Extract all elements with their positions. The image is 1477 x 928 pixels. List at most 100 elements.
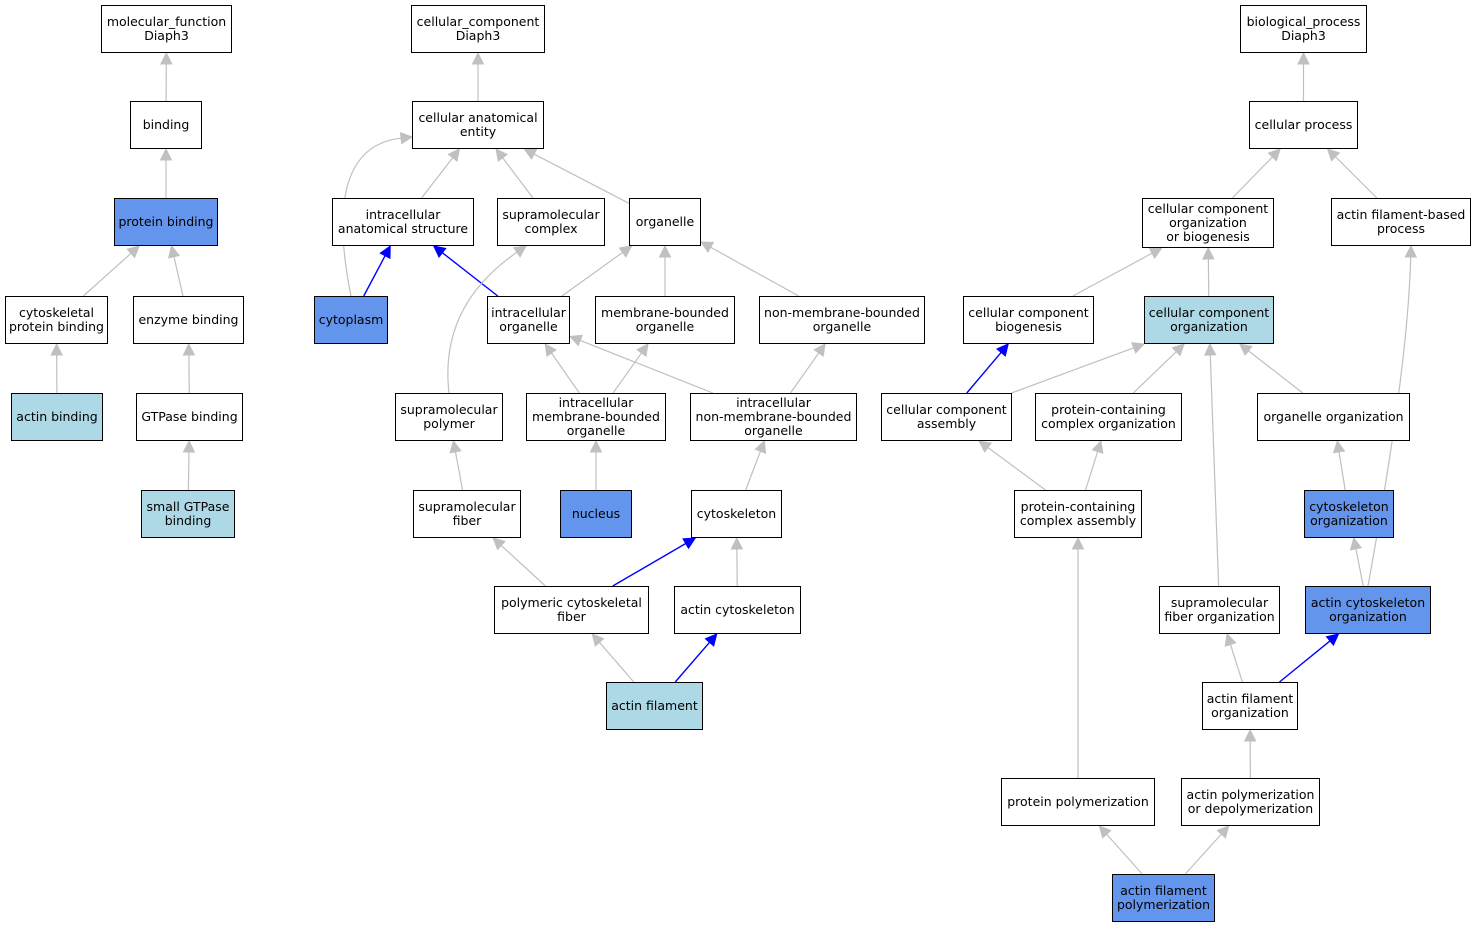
arrowhead	[1071, 536, 1085, 550]
go-term-node-cytoskeleton[interactable]: cytoskeleton	[691, 490, 782, 538]
edge-pc-assembly-to-cc-assembly	[987, 447, 1046, 491]
go-term-node-org-org[interactable]: organelle organization	[1257, 393, 1410, 441]
arrowhead	[1224, 632, 1237, 647]
arrowhead	[1326, 148, 1341, 162]
go-term-node-cytoplasm[interactable]: cytoplasm	[314, 296, 388, 344]
arrowhead	[1349, 536, 1363, 551]
arrowhead	[1325, 633, 1340, 647]
arrowhead	[160, 51, 173, 65]
arrowhead	[1332, 439, 1346, 454]
go-term-node-actin-cyto[interactable]: actin cytoskeleton	[674, 586, 801, 634]
go-term-node-cc-biogenesis[interactable]: cellular component biogenesis	[963, 296, 1094, 344]
go-term-node-organelle[interactable]: organelle	[629, 198, 701, 246]
arrowhead	[636, 343, 649, 358]
go-term-node-cell-process[interactable]: cellular process	[1249, 101, 1358, 149]
arrowhead	[1091, 439, 1104, 454]
go-term-node-af-poly[interactable]: actin filament polymerization	[1112, 874, 1215, 922]
go-term-node-pc-org[interactable]: protein-containing complex organization	[1035, 393, 1182, 441]
arrowhead	[1243, 728, 1257, 742]
go-term-node-cc-org-bio[interactable]: cellular component organization or bioge…	[1142, 198, 1274, 248]
arrowhead	[730, 536, 744, 550]
go-term-node-enzyme-binding[interactable]: enzyme binding	[133, 296, 244, 344]
edge-cytoplasm-to-cae	[342, 137, 402, 297]
arrowhead	[126, 245, 141, 259]
edge-ic-nmb-org-to-ic-org	[580, 339, 714, 394]
edge-actin-filament-to-actin-cyto	[674, 641, 711, 683]
go-term-node-afbp[interactable]: actin filament-based process	[1331, 198, 1471, 246]
go-term-node-gtpase-binding[interactable]: GTPase binding	[136, 393, 243, 441]
go-term-node-ic-mb-org[interactable]: intracellular membrane-bounded organelle	[526, 393, 666, 441]
go-term-node-actin-cyto-org[interactable]: actin cytoskeleton organization	[1305, 586, 1431, 634]
go-term-node-ic-org[interactable]: intracellular organelle	[487, 296, 570, 344]
go-term-node-actin-binding[interactable]: actin binding	[11, 393, 103, 441]
go-term-node-sm-fiber[interactable]: supramolecular fiber	[413, 490, 521, 538]
edge-smc-to-cae	[502, 157, 534, 199]
edge-af-org-to-actin-cyto-org	[1279, 640, 1331, 683]
edge-poly-cyto-fiber-to-sm-fiber	[500, 545, 546, 587]
go-term-node-bp[interactable]: biological_process Diaph3	[1240, 5, 1367, 53]
go-term-node-cyto-prot-binding[interactable]: cytoskeletal protein binding	[5, 296, 108, 344]
edge-sm-fiber-to-sm-polymer	[454, 451, 464, 491]
go-term-node-protein-binding[interactable]: protein binding	[114, 198, 218, 246]
go-term-node-smc[interactable]: supramolecular complex	[497, 198, 605, 246]
edge-pc-assembly-to-pc-org	[1084, 451, 1099, 491]
edge-sm-polymer-to-smc	[447, 251, 518, 394]
arrowhead	[682, 537, 697, 550]
arrowhead	[379, 245, 391, 260]
edge-cc-biogenesis-to-cc-org-bio	[1072, 252, 1153, 297]
go-term-node-cyto-org[interactable]: cytoskeleton organization	[1304, 490, 1394, 538]
arrowhead	[167, 244, 181, 259]
go-term-node-actin-filament[interactable]: actin filament	[606, 682, 703, 730]
go-term-node-mb-org[interactable]: membrane-bounded organelle	[595, 296, 735, 344]
go-term-node-poly-cyto-fiber[interactable]: polymeric cytoskeletal fiber	[494, 586, 649, 634]
arrowhead	[447, 148, 461, 162]
edge-enzyme-binding-to-protein-binding	[173, 256, 184, 297]
arrowhead	[589, 439, 603, 453]
edge-ias-to-cae	[421, 157, 454, 199]
arrowhead	[978, 440, 993, 453]
edge-ic-mb-org-to-mb-org	[612, 352, 643, 394]
arrowhead	[182, 342, 196, 356]
arrowhead	[1238, 343, 1253, 357]
arrowhead	[512, 245, 527, 258]
go-term-node-af-org[interactable]: actin filament organization	[1202, 682, 1298, 730]
go-term-node-sm-fiber-org[interactable]: supramolecular fiber organization	[1159, 586, 1280, 634]
go-term-node-cae[interactable]: cellular anatomical entity	[412, 101, 544, 149]
arrowhead	[658, 244, 672, 258]
edge-cc-assembly-to-cc-biogenesis	[966, 351, 1002, 394]
edge-cc-assembly-to-cc-org	[1011, 347, 1134, 394]
go-term-node-mf[interactable]: molecular_function Diaph3	[101, 5, 232, 53]
edge-ic-org-to-ias	[441, 252, 499, 297]
arrowhead	[399, 131, 414, 145]
go-term-node-cc-org[interactable]: cellular component organization	[1144, 296, 1274, 344]
go-term-node-sm-polymer[interactable]: supramolecular polymer	[395, 393, 503, 441]
arrowhead	[568, 334, 584, 347]
arrowhead	[523, 148, 538, 160]
go-term-node-cc-assembly[interactable]: cellular component assembly	[881, 393, 1012, 441]
arrowhead	[1267, 148, 1281, 162]
edge-actin-cyto-org-to-cyto-org	[1355, 548, 1364, 587]
arrowhead	[50, 342, 63, 356]
arrowhead	[1202, 246, 1215, 260]
go-term-node-binding[interactable]: binding	[130, 101, 202, 149]
go-term-node-actin-poly-depoly[interactable]: actin polymerization or depolymerization	[1181, 778, 1320, 826]
edge-af-poly-to-prot-poly	[1106, 833, 1143, 875]
arrowhead	[618, 245, 633, 258]
arrowhead	[182, 439, 196, 453]
go-term-node-cc[interactable]: cellular_component Diaph3	[411, 5, 545, 53]
go-term-node-prot-poly[interactable]: protein polymerization	[1001, 778, 1155, 826]
arrowhead	[1098, 825, 1112, 839]
go-term-node-pc-assembly[interactable]: protein-containing complex assembly	[1014, 490, 1142, 538]
go-term-node-nmb-org[interactable]: non-membrane-bounded organelle	[759, 296, 925, 344]
edge-poly-cyto-fiber-to-cytoskeleton	[612, 542, 687, 587]
go-term-node-ic-nmb-org[interactable]: intracellular non-membrane-bounded organ…	[690, 393, 857, 441]
arrowhead	[495, 148, 509, 162]
arrowhead	[813, 343, 826, 358]
arrowhead	[471, 51, 485, 65]
arrowhead	[704, 633, 718, 647]
go-term-node-nucleus[interactable]: nucleus	[560, 490, 632, 538]
go-term-node-small-gtpase[interactable]: small GTPase binding	[141, 490, 235, 538]
go-term-node-ias[interactable]: intracellular anatomical structure	[332, 198, 474, 246]
